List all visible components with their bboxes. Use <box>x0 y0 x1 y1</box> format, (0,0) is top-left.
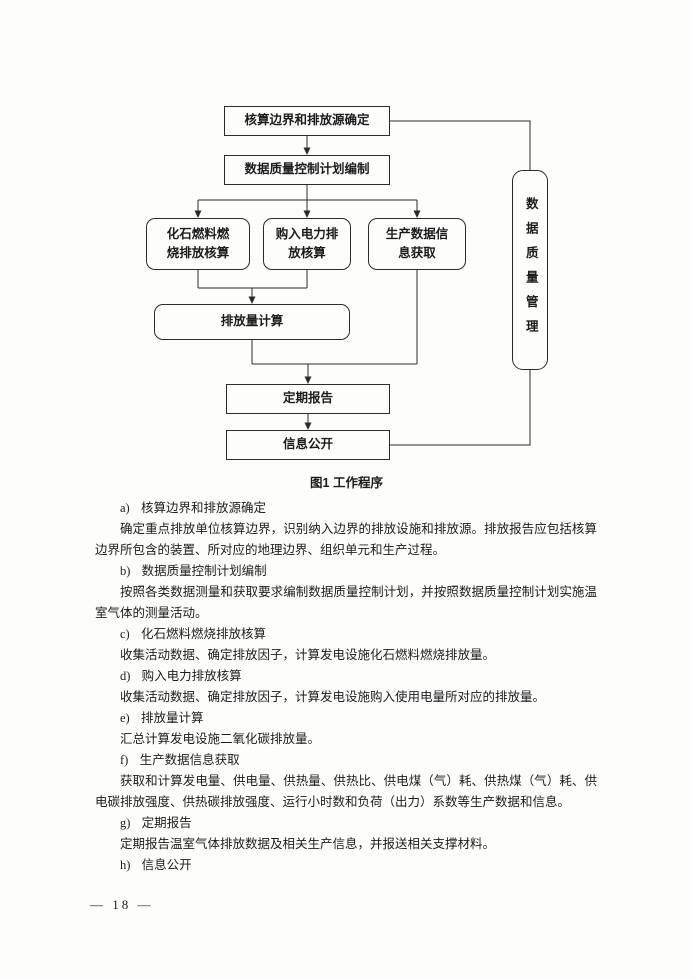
section-heading-e: e) 排放量计算 <box>95 708 597 729</box>
section-body-d: 收集活动数据、确定排放因子，计算发电设施购入使用电量所对应的排放量。 <box>120 690 546 704</box>
arrowheads <box>194 147 421 430</box>
section-label: g) <box>120 816 131 830</box>
section-title: 定期报告 <box>141 816 192 830</box>
body-text: a) 核算边界和排放源确定 确定重点排放单位核算边界，识别纳入边界的排放设施和排放… <box>95 498 597 876</box>
section-body-e: 汇总计算发电设施二氧化碳排放量。 <box>120 732 321 746</box>
section-body-c: 收集活动数据、确定排放因子，计算发电设施化石燃料燃烧排放量。 <box>120 648 496 662</box>
node-periodic-report: 定期报告 <box>226 384 390 414</box>
figure-caption: 图1 工作程序 <box>310 476 383 490</box>
node-information-disclosure: 信息公开 <box>226 430 390 460</box>
section-heading-h: h) 信息公开 <box>95 855 597 876</box>
section-heading-f: f) 生产数据信息获取 <box>95 750 597 771</box>
section-body-a: 确定重点排放单位核算边界，识别纳入边界的排放设施和排放源。排放报告应包括核算边界… <box>95 522 597 557</box>
node-purchased-electricity-accounting: 购入电力排 放核算 <box>263 218 351 270</box>
node-data-quality-management: 数据质量管理 <box>512 170 548 370</box>
section-label: f) <box>120 753 129 767</box>
section-label: a) <box>120 501 130 515</box>
section-title: 核算边界和排放源确定 <box>140 501 266 515</box>
section-label: d) <box>120 669 131 683</box>
section-title: 化石燃料燃烧排放核算 <box>140 627 266 641</box>
node-data-quality-plan: 数据质量控制计划编制 <box>224 155 390 185</box>
section-heading-d: d) 购入电力排放核算 <box>95 666 597 687</box>
section-label: e) <box>120 711 130 725</box>
node-fossil-fuel-accounting: 化石燃料燃 烧排放核算 <box>146 218 250 270</box>
work-procedure-flowchart: 核算边界和排放源确定 数据质量控制计划编制 化石燃料燃 烧排放核算 购入电力排 … <box>0 0 693 470</box>
section-label: b) <box>120 564 131 578</box>
section-heading-c: c) 化石燃料燃烧排放核算 <box>95 624 597 645</box>
node-emission-calculation: 排放量计算 <box>154 304 350 340</box>
section-body-b: 按照各类数据测量和获取要求编制数据质量控制计划，并按照数据质量控制计划实施温室气… <box>95 585 597 620</box>
node-production-data-acquisition: 生产数据信 息获取 <box>368 218 466 270</box>
page-number: — 18 — <box>90 897 154 912</box>
section-heading-g: g) 定期报告 <box>95 813 597 834</box>
section-title: 数据质量控制计划编制 <box>141 564 267 578</box>
flow-connector-lines <box>194 120 531 446</box>
section-title: 信息公开 <box>141 858 192 872</box>
section-body-f: 获取和计算发电量、供电量、供热量、供热比、供电煤（气）耗、供热煤（气）耗、供电碳… <box>95 774 597 809</box>
section-body-g: 定期报告温室气体排放数据及相关生产信息，并报送相关支撑材料。 <box>120 837 496 851</box>
section-label: c) <box>120 627 130 641</box>
section-title: 排放量计算 <box>140 711 204 725</box>
node-boundary-determination: 核算边界和排放源确定 <box>224 106 390 136</box>
section-title: 生产数据信息获取 <box>139 753 240 767</box>
section-heading-a: a) 核算边界和排放源确定 <box>95 498 597 519</box>
section-title: 购入电力排放核算 <box>141 669 242 683</box>
section-label: h) <box>120 858 131 872</box>
section-heading-b: b) 数据质量控制计划编制 <box>95 561 597 582</box>
